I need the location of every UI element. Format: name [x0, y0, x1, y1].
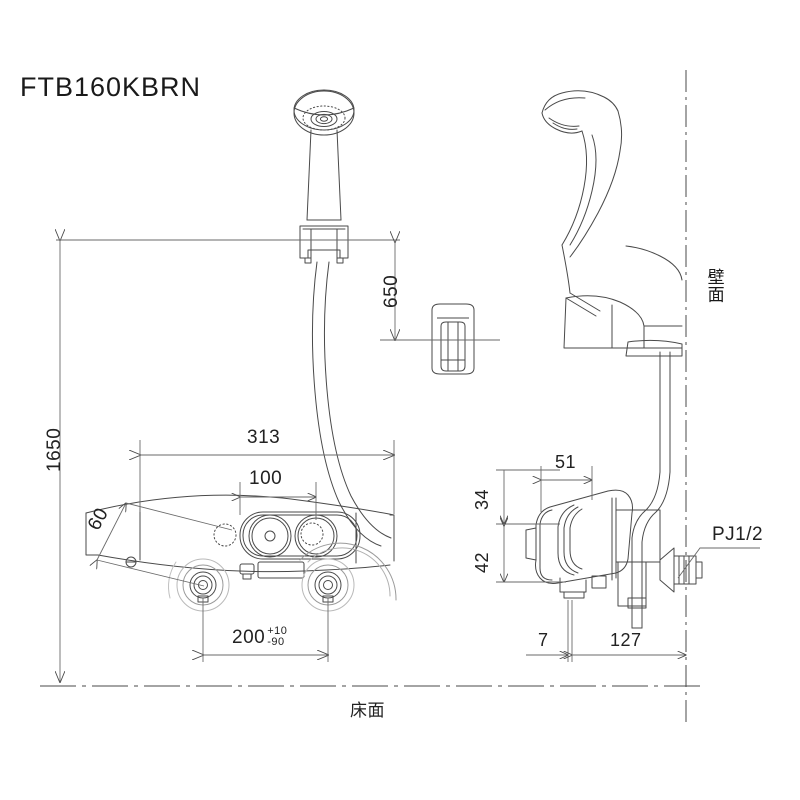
dim-line-60 — [97, 503, 126, 560]
dim-label-200-tolerance: +10-90 — [267, 626, 287, 648]
thread-spec-label: PJ1/2 — [712, 524, 764, 545]
dim-label-200-value: 200 — [232, 627, 266, 649]
tolerance-upper: +10 — [267, 625, 288, 637]
shower-holder-bracket — [431, 303, 475, 375]
wall-surface-text: 壁面 — [703, 268, 724, 303]
dim-label-7: 7 — [538, 630, 549, 650]
dim-label-200: 200+10-90 — [232, 626, 287, 649]
dim-label-127: 127 — [610, 630, 642, 650]
dim-label-51: 51 — [555, 452, 577, 472]
dim-label-650: 650 — [381, 274, 402, 308]
dim-label-42: 42 — [472, 551, 492, 573]
dim-label-313: 313 — [247, 427, 281, 448]
side-view — [525, 90, 703, 629]
dim-label-100: 100 — [249, 468, 283, 489]
shower-hose — [311, 261, 392, 547]
dim-label-34: 34 — [472, 488, 492, 510]
wall-surface-label: 壁面 — [703, 268, 724, 307]
floor-surface-label: 床面 — [350, 701, 385, 721]
tolerance-lower: -90 — [267, 636, 285, 648]
dimension-lines — [56, 240, 760, 682]
page-title: FTB160KBRN — [20, 72, 202, 102]
mixer-body-side — [525, 489, 703, 607]
leader-pj12 — [677, 547, 760, 579]
dim-label-1650: 1650 — [44, 427, 65, 472]
